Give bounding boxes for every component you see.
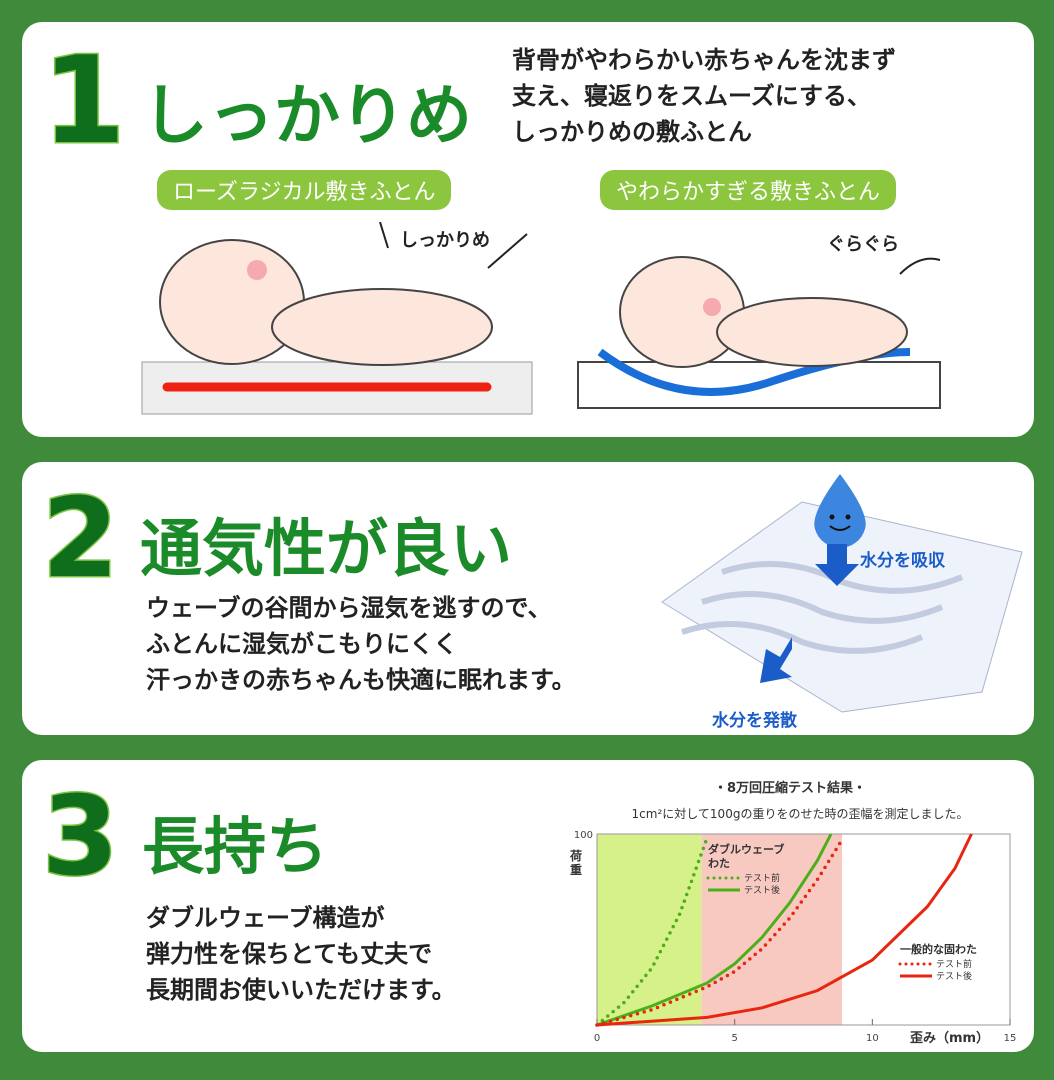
series-line: [596, 833, 973, 1027]
plot-frame: [596, 833, 1011, 1026]
desc-line: しっかりめの敷ふとん: [512, 118, 752, 146]
section-description: 背骨がやわらかい赤ちゃんを沈まず 支え、寝返りをスムーズにする、 しっかりめの敷…: [512, 42, 896, 150]
section-title: 長持ち: [142, 810, 329, 883]
legend-title: 一般的な固わた: [900, 942, 977, 956]
arrow-out-icon: [760, 637, 792, 683]
x-tick-label: 10: [866, 1033, 879, 1044]
legend-label: テスト後: [744, 884, 780, 896]
section-number: 2: [41, 473, 121, 604]
water-drop-icon: [814, 474, 866, 548]
desc-line: 背骨がやわらかい赤ちゃんを沈まず: [512, 46, 896, 74]
y-tick-label: 100: [574, 830, 593, 841]
x-tick-label: 0: [594, 1033, 600, 1044]
futon-wave-illustration: [661, 474, 1023, 713]
legend-label: テスト前: [936, 958, 972, 970]
desc-line: ウェーブの谷間から湿気を逃すので、: [146, 594, 552, 622]
desc-line: ダブルウェーブ構造が: [146, 904, 385, 932]
legend-title: わた: [708, 857, 730, 870]
label-too-soft-futon: やわらかすぎる敷きふとん: [600, 170, 897, 210]
section-title: しっかりめ: [142, 77, 472, 154]
desc-line: 汗っかきの赤ちゃんも快適に眠れます。: [146, 666, 576, 694]
series-line: [596, 833, 833, 1027]
release-label: 水分を発散: [712, 711, 797, 731]
panel-durability: 3 長持ち ダブルウェーブ構造が 弾力性を保ちとても丈夫で 長期間お使いいただけ…: [22, 760, 1034, 1052]
label-roseradical-futon: ローズラジカル敷きふとん: [157, 170, 452, 210]
desc-line: 弾力性を保ちとても丈夫で: [146, 940, 433, 968]
x-axis-label: 歪み（mm）: [910, 1030, 989, 1046]
absorb-label: 水分を吸収: [860, 551, 945, 571]
legend-title: ダブルウェーブ: [708, 842, 784, 856]
section-description: ダブルウェーブ構造が 弾力性を保ちとても丈夫で 長期間お使いいただけます。: [146, 900, 456, 1008]
section-description: ウェーブの谷間から湿気を逃すので、 ふとんに湿気がこもりにくく 汗っかきの赤ちゃ…: [146, 590, 576, 698]
series-line: [595, 836, 709, 1027]
legend-label: テスト前: [744, 872, 780, 884]
chart-title: ・8万回圧縮テスト結果・: [714, 780, 866, 796]
shaded-region: [597, 834, 702, 1025]
desc-line: ふとんに湿気がこもりにくく: [146, 630, 458, 658]
callout-firm: しっかりめ: [400, 230, 490, 251]
section-number: 3: [41, 771, 121, 902]
arrow-down-icon: [815, 544, 859, 586]
x-tick-label: 15: [1004, 1033, 1017, 1044]
legend-label: テスト後: [936, 970, 972, 982]
desc-line: 長期間お使いいただけます。: [146, 976, 456, 1004]
chart-subtitle: 1cm²に対して100gの重りをのせた時の歪幅を測定しました。: [632, 806, 969, 821]
section-title: 通気性が良い: [140, 512, 513, 585]
callout-wobbly: ぐらぐら: [827, 234, 899, 255]
y-axis-label: 荷重: [569, 848, 582, 877]
desc-line: 支え、寝返りをスムーズにする、: [512, 82, 872, 110]
section-number: 1: [41, 31, 127, 173]
shaded-region: [701, 834, 843, 1025]
panel-breathability: 2 通気性が良い ウェーブの谷間から湿気を逃すので、 ふとんに湿気がこもりにくく…: [22, 462, 1034, 735]
x-tick-label: 5: [731, 1033, 737, 1044]
series-line: [595, 837, 844, 1027]
